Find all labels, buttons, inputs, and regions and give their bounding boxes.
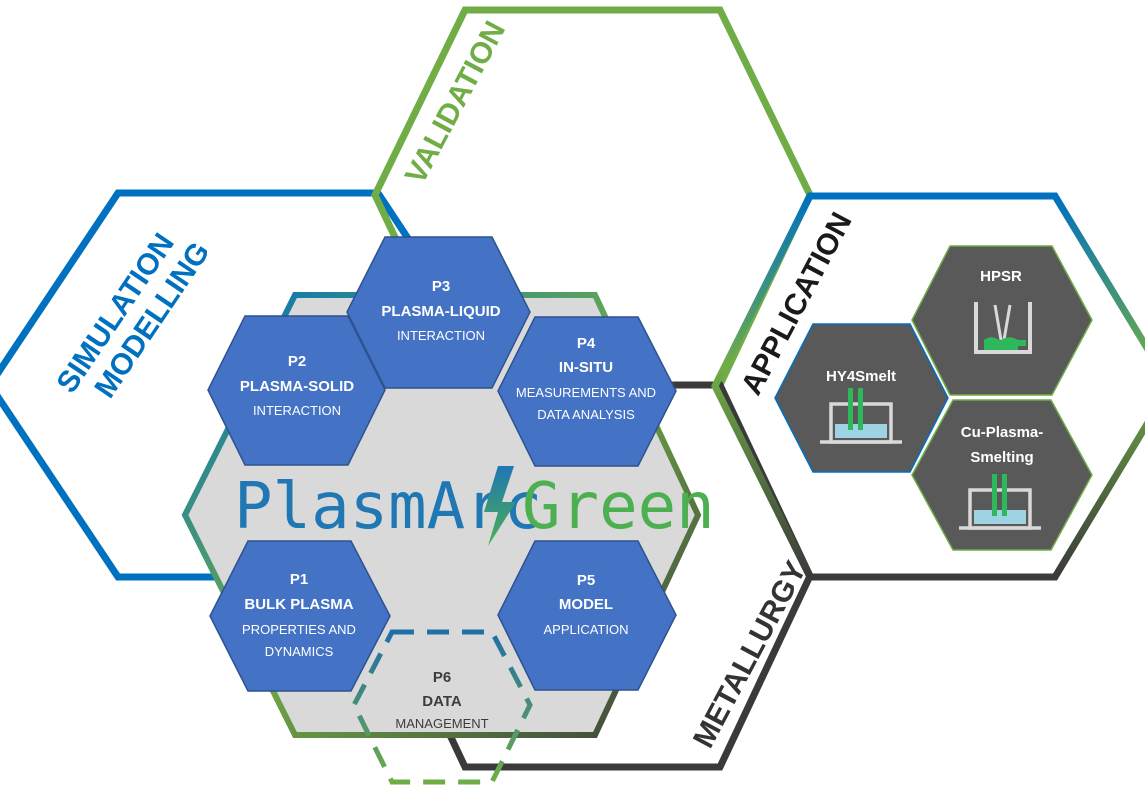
hy4smelt-label: HY4Smelt bbox=[826, 368, 896, 385]
application-hexagon bbox=[711, 192, 1145, 581]
project-p6-hexagon: P6 DATA MANAGEMENT bbox=[351, 629, 533, 785]
hy4smelt-hexagon: HY4Smelt bbox=[774, 323, 949, 473]
p1-subtitle-line1: PROPERTIES AND bbox=[242, 622, 356, 637]
p3-title: PLASMA-LIQUID bbox=[381, 303, 500, 320]
logo-right-text: Green bbox=[522, 470, 715, 544]
p2-title: PLASMA-SOLID bbox=[240, 378, 354, 395]
p1-title: BULK PLASMA bbox=[244, 596, 353, 613]
p4-subtitle-line1: MEASUREMENTS AND bbox=[516, 385, 656, 400]
lightning-bolt-icon bbox=[484, 466, 516, 546]
project-p3-hexagon: P3 PLASMA-LIQUID INTERACTION bbox=[346, 236, 531, 389]
hpsr-label: HPSR bbox=[980, 268, 1022, 285]
project-p2-hexagon: P2 PLASMA-SOLID INTERACTION bbox=[207, 315, 386, 466]
p1-subtitle-line2: DYNAMICS bbox=[265, 644, 334, 659]
cu-plasma-label-line2: Smelting bbox=[970, 449, 1033, 466]
p2-code: P2 bbox=[288, 353, 306, 370]
hpsr-hexagon: HPSR bbox=[911, 245, 1093, 396]
p1-code: P1 bbox=[290, 571, 308, 588]
metallurgy-label: METALLURGY bbox=[687, 556, 813, 753]
cu-plasma-furnace-icon bbox=[959, 474, 1041, 530]
hy4smelt-furnace-icon bbox=[820, 388, 902, 444]
p4-code: P4 bbox=[577, 335, 596, 352]
p5-subtitle: APPLICATION bbox=[543, 622, 628, 637]
project-p5-hexagon: P5 MODEL APPLICATION bbox=[497, 540, 677, 691]
hpsr-reactor-icon bbox=[974, 302, 1032, 354]
p3-code: P3 bbox=[432, 278, 450, 295]
project-p1-hexagon: P1 BULK PLASMA PROPERTIES AND DYNAMICS bbox=[209, 540, 391, 692]
p6-subtitle: MANAGEMENT bbox=[395, 716, 488, 731]
p6-code: P6 bbox=[433, 669, 451, 686]
plasmarc-green-logo: PlasmArc Green bbox=[234, 466, 715, 546]
p4-subtitle-line2: DATA ANALYSIS bbox=[537, 407, 635, 422]
validation-label: VALIDATION bbox=[399, 16, 512, 189]
p2-subtitle: INTERACTION bbox=[253, 403, 341, 418]
p5-title: MODEL bbox=[559, 596, 613, 613]
p3-subtitle: INTERACTION bbox=[397, 328, 485, 343]
cu-plasma-smelting-hexagon: Cu-Plasma- Smelting bbox=[911, 399, 1093, 551]
p6-title: DATA bbox=[422, 693, 462, 710]
cu-plasma-label-line1: Cu-Plasma- bbox=[961, 424, 1044, 441]
project-p4-hexagon: P4 IN-SITU MEASUREMENTS AND DATA ANALYSI… bbox=[497, 316, 677, 467]
p5-code: P5 bbox=[577, 572, 595, 589]
p4-title: IN-SITU bbox=[559, 359, 613, 376]
